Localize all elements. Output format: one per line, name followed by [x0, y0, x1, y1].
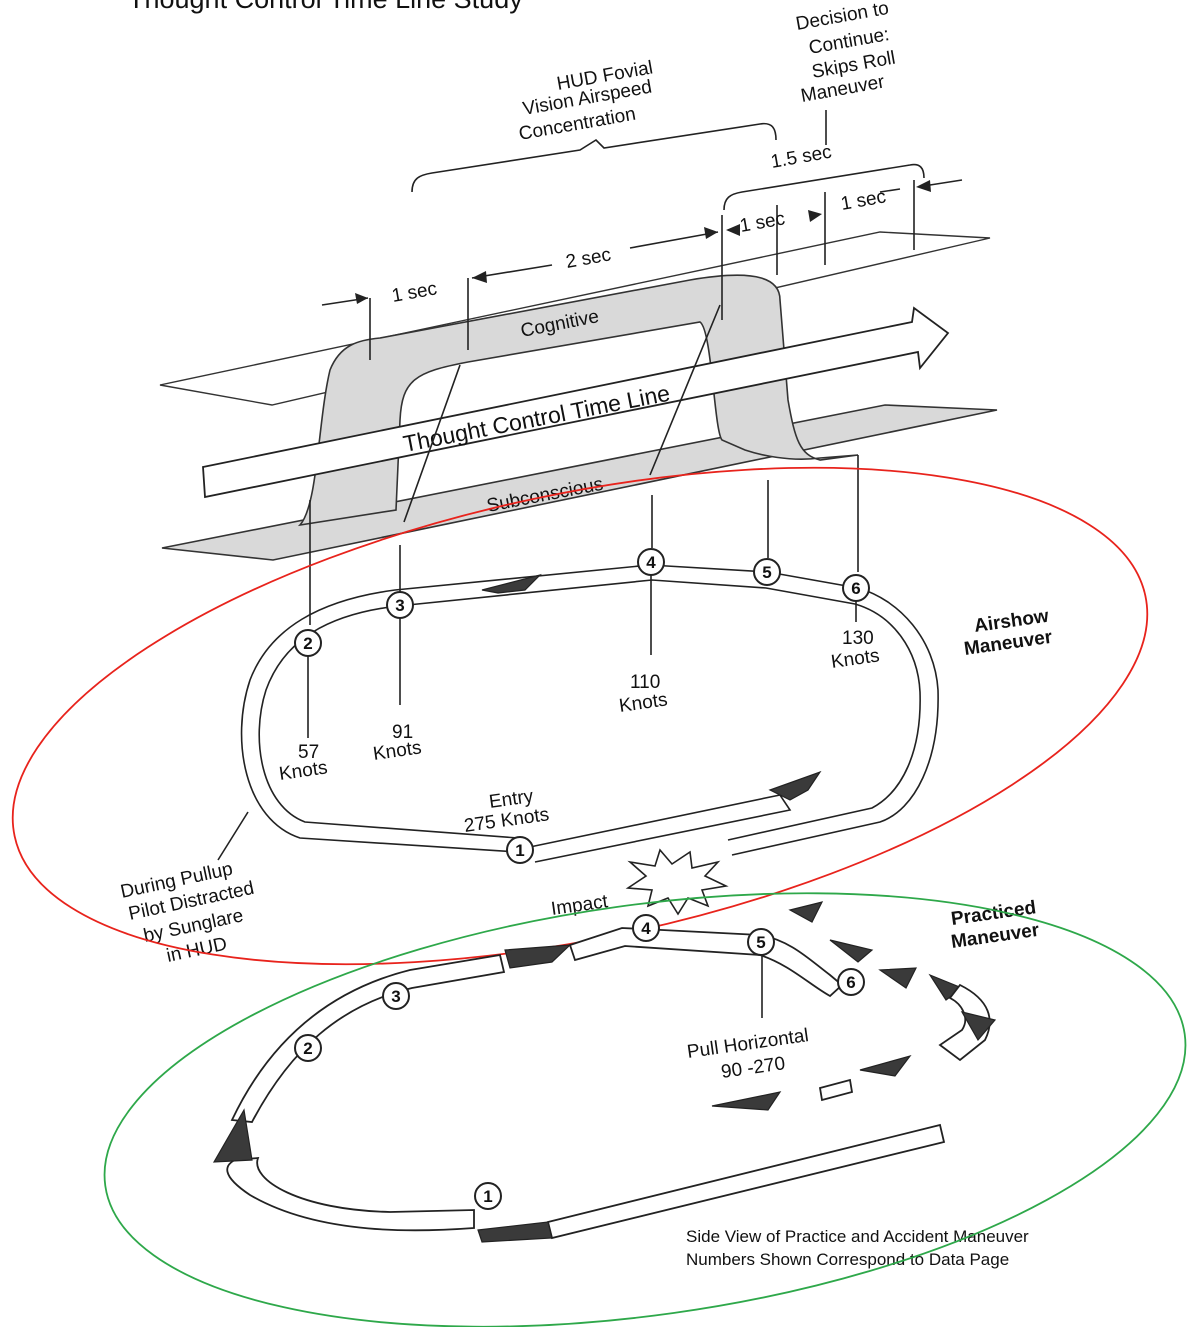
svg-text:3: 3 [395, 596, 404, 615]
svg-text:5: 5 [756, 933, 765, 952]
speed-n4-value: 110 [630, 672, 660, 693]
speed-n2-value: 57 [298, 742, 319, 763]
airshow-maneuver: 1 2 3 4 5 6 57 Knots 91 Knots 110 Knots … [119, 548, 1054, 967]
hud-annotation: HUD Fovial Vision Airspeed Concentration [517, 57, 654, 145]
airshow-node-2: 2 [294, 629, 322, 657]
practiced-top-ribbon [568, 927, 844, 998]
timeline-arrow [202, 306, 950, 499]
practiced-arrow-4 [829, 939, 874, 963]
airshow-node-4: 4 [637, 548, 665, 576]
practiced-node-3: 3 [382, 982, 410, 1010]
practiced-arrow-5 [878, 967, 917, 989]
distraction-leader [217, 811, 249, 861]
dur2-arrow-r [629, 231, 719, 249]
svg-text:6: 6 [851, 579, 860, 598]
airshow-dir-arrow [481, 573, 542, 594]
speed-n3-value: 91 [392, 722, 413, 743]
decision-annotation: Decision to Continue: Skips Roll Maneuve… [794, 0, 897, 107]
speed-n6-unit: Knots [830, 645, 881, 673]
airshow-node-3: 3 [386, 591, 414, 619]
speed-n3-unit: Knots [372, 737, 423, 765]
speed-n2-unit: Knots [278, 757, 329, 785]
caption-line-2: Numbers Shown Correspond to Data Page [686, 1250, 1009, 1269]
entry-speed: 275 Knots [463, 804, 551, 837]
svg-text:1: 1 [515, 841, 524, 860]
bracket-1-5-sec [723, 163, 925, 211]
practiced-node-2: 2 [294, 1034, 322, 1062]
svg-text:2: 2 [303, 634, 312, 653]
practiced-arrow-8 [859, 1054, 912, 1077]
bracket-hud [411, 122, 777, 193]
svg-text:3: 3 [391, 987, 400, 1006]
practiced-arrow-3 [788, 901, 824, 923]
page-title: Thought Control Time Line Study [128, 0, 523, 14]
practiced-gap-ribbon [818, 1078, 854, 1102]
duration-1-sec-c: 1 sec [839, 186, 887, 215]
speed-n6-value: 130 [842, 628, 874, 649]
practiced-climb-ribbon [230, 953, 506, 1123]
practiced-arrow-2 [504, 944, 572, 969]
practiced-arrow-1 [477, 1221, 553, 1243]
svg-text:2: 2 [303, 1039, 312, 1058]
airshow-node-5: 5 [753, 558, 781, 586]
practiced-turn-ribbon [938, 983, 991, 1062]
airshow-entry-ribbon [524, 794, 792, 863]
practiced-node-1: 1 [474, 1182, 502, 1210]
speed-n4-unit: Knots [618, 689, 669, 717]
cognitive-band [297, 274, 859, 527]
svg-text:5: 5 [762, 563, 771, 582]
practiced-return-ribbon [226, 1156, 475, 1232]
dur4-arrow-r [929, 179, 963, 186]
svg-text:1: 1 [483, 1187, 492, 1206]
airshow-entry-arrow [768, 770, 822, 801]
practiced-node-6: 6 [837, 968, 865, 996]
practiced-highlight-ellipse [103, 892, 1187, 1328]
practiced-arrow-9 [711, 1091, 782, 1111]
airshow-loop-outer [240, 564, 939, 856]
duration-2-sec: 2 sec [564, 244, 612, 273]
caption-line-1: Side View of Practice and Accident Maneu… [686, 1227, 1029, 1246]
practiced-arrow-7 [960, 1011, 997, 1042]
svg-text:4: 4 [646, 553, 656, 572]
duration-1-5-sec: 1.5 sec [769, 142, 833, 173]
pull-line-2: 90 -270 [720, 1053, 787, 1083]
practiced-maneuver: 1 2 3 4 5 6 Pull Horizontal 90 -270 Prac… [212, 897, 1041, 1269]
slant-1 [649, 304, 721, 476]
svg-text:4: 4 [641, 919, 651, 938]
airshow-node-1: 1 [506, 836, 534, 864]
airshow-node-6: 6 [842, 574, 870, 602]
duration-1-sec-a: 1 sec [390, 278, 438, 307]
practiced-bottom-bar [546, 1123, 946, 1240]
svg-text:6: 6 [846, 973, 855, 992]
timeline-block: Cognitive Subconscious Thought Control T… [159, 110, 998, 625]
cognitive-plane [159, 231, 991, 406]
practiced-arrow-up [212, 1108, 253, 1163]
airshow-loop-inner [258, 579, 921, 841]
slant-2 [403, 364, 461, 523]
duration-1-sec-b: 1 sec [738, 208, 786, 237]
practiced-node-5: 5 [747, 928, 775, 956]
practiced-node-4: 4 [632, 914, 660, 942]
